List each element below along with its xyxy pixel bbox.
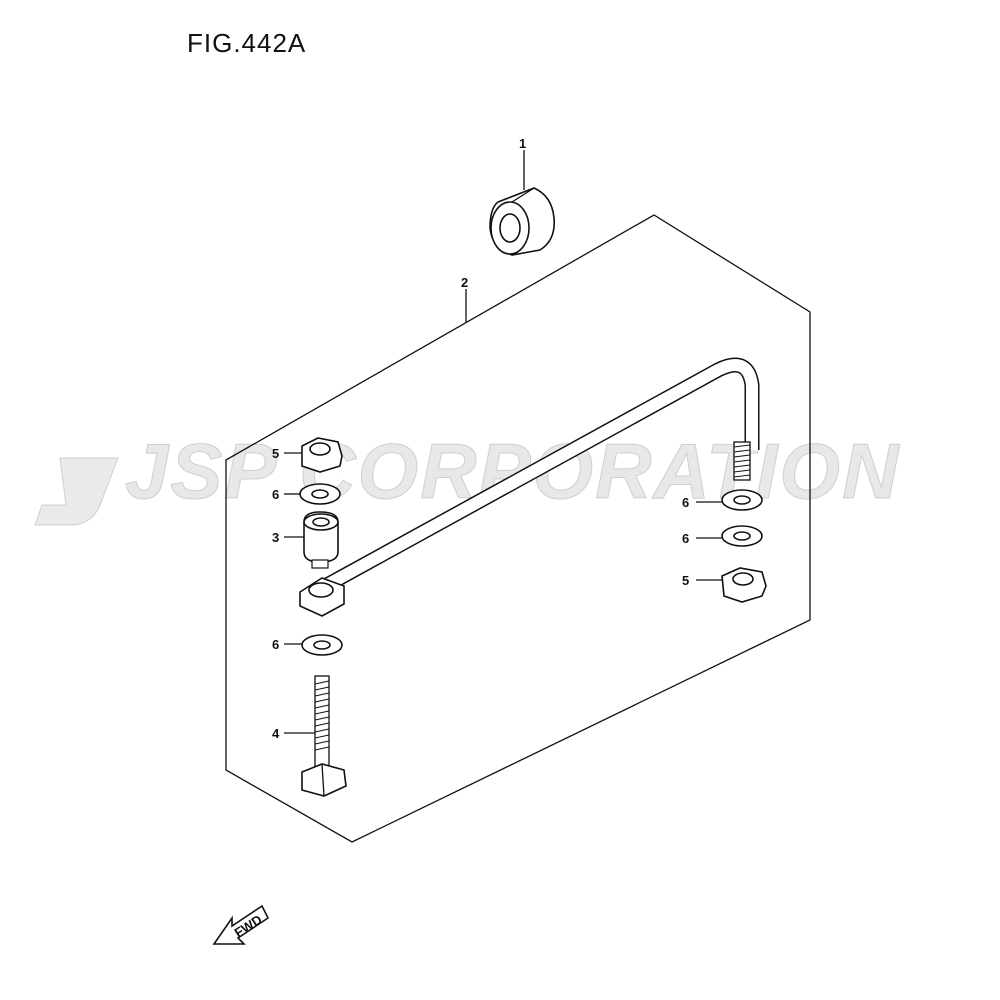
bolt-part [301,675,347,797]
rod-part [299,357,760,617]
leader-lines [284,150,722,734]
callout-4: 4 [272,726,280,741]
callout-5-right: 5 [682,573,689,588]
fwd-arrow-icon: FWD [212,904,270,945]
callout-6-right-top: 6 [682,495,689,510]
nut-left-part [301,437,343,473]
watermark: JSP CORPORATION [34,427,900,526]
washer-right-bottom-part [721,525,763,547]
washer-left-bottom-part [301,634,343,656]
bushing-part [489,187,556,256]
kit-boundary [225,214,811,843]
washer-left-top-part [299,483,341,505]
callout-6-right-bottom: 6 [682,531,689,546]
callout-5-left: 5 [272,446,279,461]
callout-6-left-top: 6 [272,487,279,502]
washer-right-top-part [721,489,763,511]
callout-6-left-bottom: 6 [272,637,279,652]
figure-title: FIG.442A [187,28,307,58]
callout-1: 1 [519,136,526,151]
nut-right-part [721,567,767,603]
collar-part [303,511,339,569]
callout-3: 3 [272,530,279,545]
callout-2: 2 [461,275,468,290]
watermark-text: JSP CORPORATION [125,427,900,515]
